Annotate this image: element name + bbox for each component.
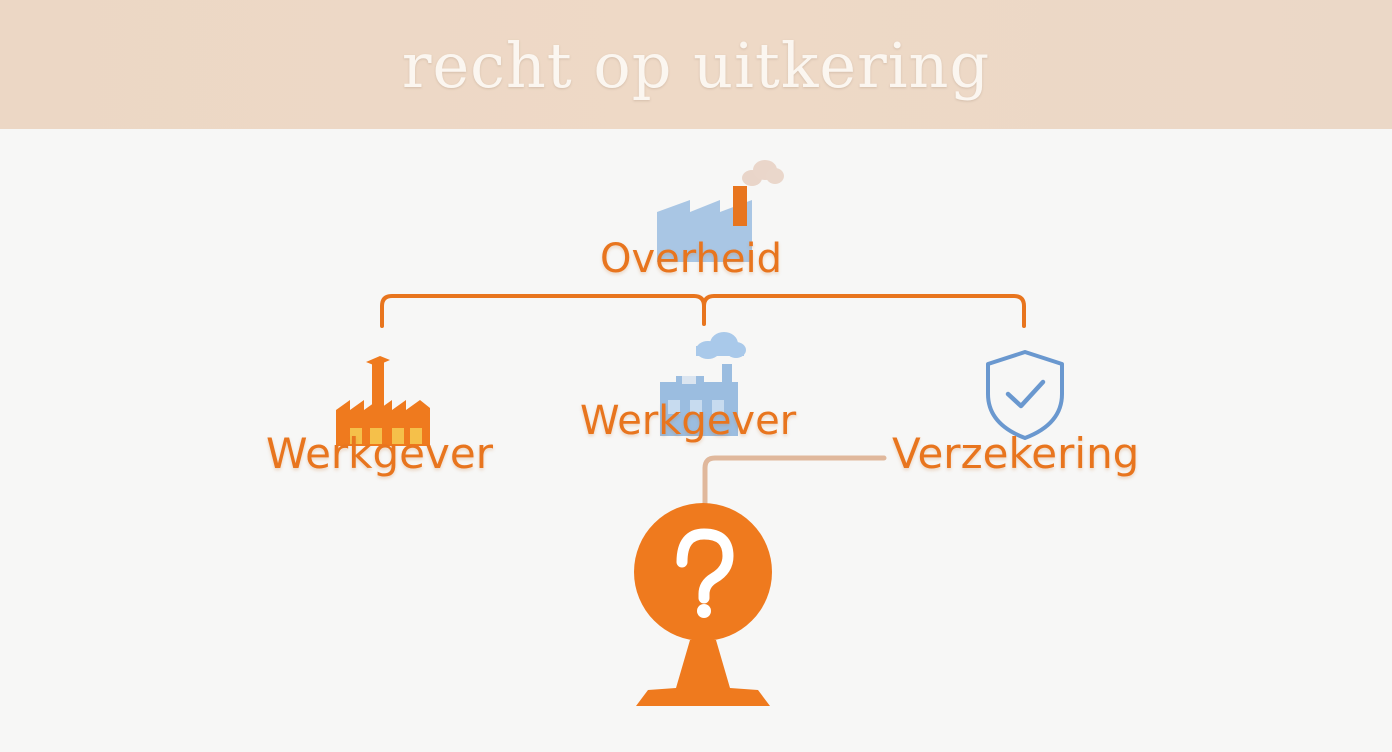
- node-label-overheid: Overheid: [600, 236, 782, 282]
- question-mark-icon: [676, 528, 734, 618]
- question-marker: [634, 503, 772, 706]
- page-title: recht op uitkering: [401, 29, 991, 102]
- brace-connector: [380, 294, 1026, 328]
- node-label-werkgever-middle: Werkgever: [580, 398, 797, 444]
- node-label-werkgever-left: Werkgever: [266, 429, 493, 478]
- marker-connector: [702, 455, 887, 515]
- factory-icon: [657, 160, 784, 262]
- building-cloud-icon: [660, 332, 746, 436]
- shield-check-icon: [986, 350, 1064, 440]
- factory-icon: [336, 356, 430, 446]
- node-label-verzekering: Verzekering: [892, 429, 1140, 478]
- header-band: [0, 0, 1392, 129]
